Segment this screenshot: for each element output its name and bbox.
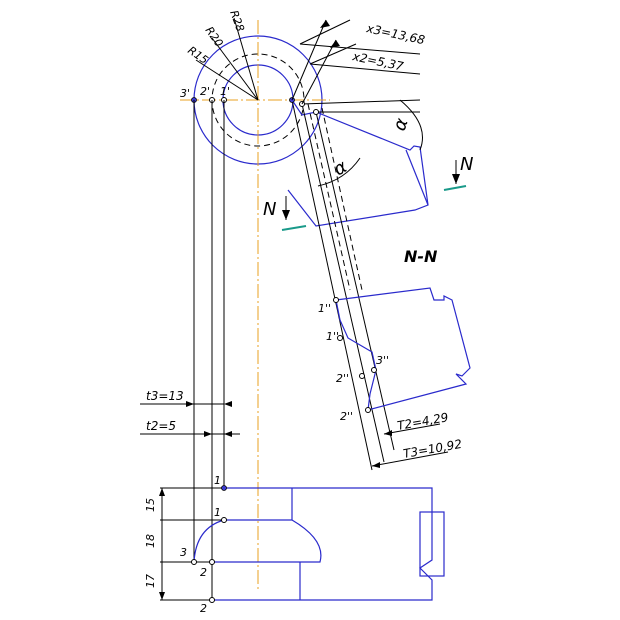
r15-label: R15 bbox=[185, 44, 210, 67]
label-b1-top: 1 bbox=[214, 474, 221, 487]
top-view: R28 R20 R15 3' 2' 1' bbox=[180, 9, 330, 590]
label-b2-mid: 2 bbox=[200, 566, 207, 579]
label-3prime: 3' bbox=[180, 87, 190, 100]
section-mark-right-line bbox=[443, 185, 467, 191]
section-mark-left: N bbox=[263, 199, 276, 220]
section-mark-left-line bbox=[281, 225, 307, 231]
projection-lines bbox=[193, 100, 225, 600]
label-2dd-a: 2'' bbox=[336, 372, 349, 385]
r20-label: R20 bbox=[203, 24, 226, 49]
angle-marks: α α bbox=[317, 99, 423, 187]
vdim-15: 15 bbox=[144, 498, 157, 512]
label-3dd: 3'' bbox=[376, 354, 389, 367]
r20-leader bbox=[211, 37, 259, 101]
t-dimensions: t3=13 t2=5 bbox=[140, 389, 240, 437]
r28-leader bbox=[233, 17, 259, 101]
cutter-profile bbox=[287, 97, 429, 471]
dim-t3: t3=13 bbox=[146, 389, 184, 403]
label-2dd-b: 2'' bbox=[340, 410, 353, 423]
vdim-17: 17 bbox=[144, 574, 157, 588]
dim-T3: T3=10,92 bbox=[402, 437, 463, 461]
dim-T2: T2=4,29 bbox=[396, 410, 449, 433]
label-1prime: 1' bbox=[220, 85, 230, 98]
section-n-n: N-N 1'' 1'' 3'' 2'' 2'' T2=4,29 T3=10,92 bbox=[318, 247, 471, 468]
bottom-view: 15 18 17 1 1 3 2 2 bbox=[144, 474, 445, 615]
r15-leader bbox=[195, 59, 259, 101]
dim-t2: t2=5 bbox=[146, 419, 176, 433]
angle-symbol-right: α bbox=[389, 115, 413, 133]
r28-label: R28 bbox=[227, 9, 247, 34]
label-b1-mid: 1 bbox=[214, 506, 221, 519]
vdim-18: 18 bbox=[144, 534, 157, 548]
angle-symbol-left: α bbox=[330, 156, 351, 180]
section-title: N-N bbox=[404, 247, 438, 266]
section-mark-right: N bbox=[460, 154, 473, 175]
label-1dd-b: 1'' bbox=[326, 330, 339, 343]
dimension-x: x3=13,68 x2=5,37 bbox=[291, 19, 426, 105]
section-marks: N N bbox=[263, 154, 473, 231]
dim-x3: x3=13,68 bbox=[364, 21, 426, 47]
label-b2-bot: 2 bbox=[200, 602, 207, 615]
label-b3: 3 bbox=[180, 546, 187, 559]
label-1dd-a: 1'' bbox=[318, 302, 331, 315]
label-2prime: 2' bbox=[200, 85, 210, 98]
